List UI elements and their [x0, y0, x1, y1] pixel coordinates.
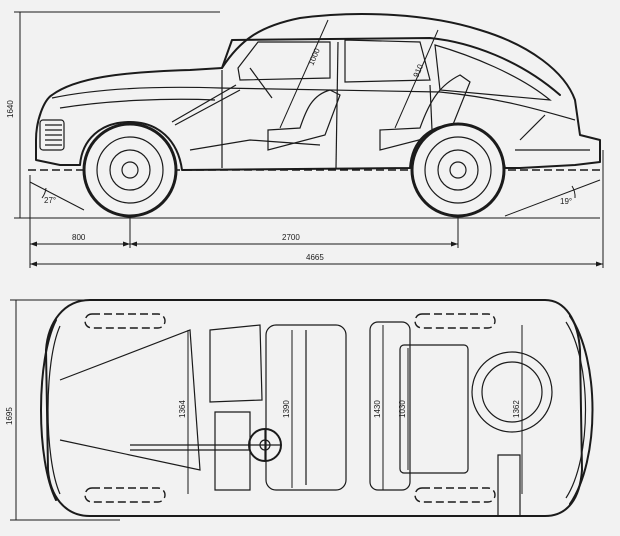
- front-right-wheel: [84, 487, 166, 503]
- front-width-label: 1364: [178, 400, 187, 418]
- front-wheel: [82, 122, 178, 218]
- rear-track-label: 1362: [512, 400, 521, 418]
- side-view: 1640 1000 910: [6, 11, 604, 268]
- steering-wheel: [248, 428, 282, 462]
- car-body-outline: [35, 13, 601, 171]
- rear-left-wheel: [414, 313, 496, 329]
- rear-width-label: 1430: [373, 400, 382, 418]
- rear-wheel: [410, 122, 506, 218]
- overall-length-label: 4665: [306, 253, 324, 262]
- front-overhang-label: 800: [72, 233, 86, 242]
- front-seat-width-label: 1390: [282, 400, 291, 418]
- rear-seat-width-label: 1030: [398, 400, 407, 418]
- front-left-wheel: [84, 313, 166, 329]
- rear-right-wheel: [414, 487, 496, 503]
- rear-angle-label: 19°: [560, 197, 572, 206]
- front-angle-label: 27°: [44, 196, 56, 205]
- top-body-outline: [45, 299, 583, 517]
- wheelbase-label: 2700: [282, 233, 300, 242]
- front-seat-height-label: 1000: [307, 46, 322, 66]
- height-dimension-label: 1640: [6, 100, 15, 118]
- top-view: 1695: [5, 299, 594, 521]
- overall-width-label: 1695: [5, 407, 14, 425]
